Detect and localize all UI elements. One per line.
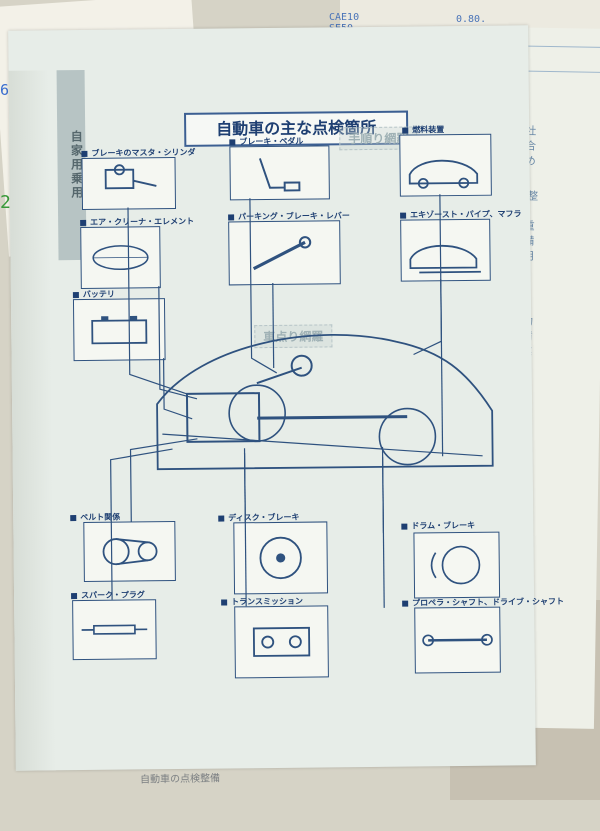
propeller-shaft-icon bbox=[415, 608, 500, 673]
exhaust-line bbox=[162, 431, 482, 459]
exhaust-pipe-illustration bbox=[400, 219, 491, 282]
parking-brake-illustration bbox=[228, 220, 341, 285]
drum-brake-illustration bbox=[413, 532, 500, 599]
brake-master-illustration bbox=[81, 157, 176, 210]
sheet-shadow bbox=[9, 70, 56, 770]
inspection-sheet: 自家用乗用 自動車の主な点検箇所 手順り網羅 車点り網羅 ブレーキのマスタ・シリ… bbox=[8, 25, 536, 770]
battery-icon bbox=[74, 299, 165, 360]
brake-pedal-illustration bbox=[229, 145, 330, 200]
transmission-illustration bbox=[234, 605, 329, 678]
air-cleaner-icon bbox=[81, 227, 160, 288]
spark-plug-illustration bbox=[72, 599, 157, 660]
handwritten-note-top-right: 0.80. bbox=[456, 14, 486, 25]
brake-master-icon bbox=[82, 158, 175, 209]
belt-icon bbox=[84, 522, 175, 581]
exhaust-car-icon bbox=[401, 220, 490, 281]
drum-brake-icon bbox=[414, 533, 499, 598]
steering-wheel bbox=[292, 356, 312, 376]
battery-illustration bbox=[73, 298, 166, 361]
bottom-footer-text: 自動車の点検整備 bbox=[140, 769, 220, 785]
label-drum-brake: ドラム・ブレーキ bbox=[401, 520, 475, 532]
transmission-icon bbox=[235, 606, 328, 677]
fuel-system-illustration bbox=[399, 134, 492, 197]
parking-brake-icon bbox=[229, 221, 340, 284]
engine-block bbox=[187, 393, 259, 442]
ghost-section-label: 車点り網羅 bbox=[254, 324, 332, 348]
spark-plug-icon bbox=[73, 600, 156, 659]
air-cleaner-illustration bbox=[80, 226, 161, 289]
front-wheel bbox=[229, 385, 286, 442]
steering-column bbox=[257, 368, 302, 383]
propeller-shaft-illustration bbox=[414, 607, 501, 674]
car-outline bbox=[156, 333, 492, 469]
brake-pedal-icon bbox=[230, 146, 329, 199]
disc-brake-icon bbox=[234, 522, 327, 593]
propeller-shaft bbox=[257, 417, 407, 419]
rear-wheel bbox=[379, 408, 436, 465]
disc-brake-illustration bbox=[233, 521, 328, 594]
fuel-car-icon bbox=[400, 135, 491, 196]
belt-illustration bbox=[83, 521, 176, 582]
